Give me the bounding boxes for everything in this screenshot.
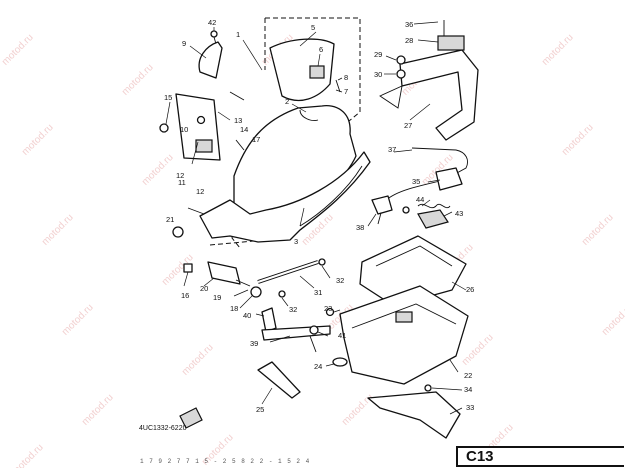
part-3-seat-base (199, 151, 371, 243)
seat-base-edge (299, 165, 363, 227)
part-29-bolt (396, 55, 406, 65)
part-41-bolt (309, 325, 319, 335)
part-14-bolt (229, 91, 245, 101)
callout-41: 41 (338, 331, 346, 340)
callout-39: 39 (250, 339, 258, 348)
part-8-screw (335, 79, 341, 93)
mat-rib (375, 245, 453, 267)
callout-17: 17 (252, 135, 260, 144)
part-22-storage-box (339, 285, 469, 385)
stay-leg (309, 335, 317, 353)
part-40-collar (261, 307, 277, 333)
part-25-protector (257, 361, 301, 399)
part-12-washer (196, 115, 206, 125)
callout-10: 10 (180, 125, 188, 134)
callout-31: 31 (314, 288, 322, 297)
callout-22: 22 (464, 371, 472, 380)
callout-37: 37 (388, 145, 396, 154)
callout-3: 3 (294, 237, 298, 246)
callout-28: 28 (405, 36, 413, 45)
callout-23: 23 (324, 304, 332, 313)
part-11-plate (195, 139, 213, 153)
callout-36: 36 (405, 20, 413, 29)
callout-19: 19 (213, 293, 221, 302)
part-32-clip-b (278, 290, 286, 298)
part-33-bracket (367, 391, 461, 439)
part-43-cover (417, 209, 449, 229)
box-label (395, 311, 413, 323)
callout-30: 30 (374, 70, 382, 79)
callout-11: 11 (178, 178, 186, 187)
callout-35: 35 (412, 177, 420, 186)
part-27-grab-bar (399, 49, 479, 141)
callout-38: 38 (356, 223, 364, 232)
part-16-clip (183, 263, 193, 273)
part-23-screw (325, 307, 335, 317)
callout-43: 43 (455, 209, 463, 218)
box-rim (351, 303, 457, 329)
part-19-nut (250, 286, 262, 298)
footer-code: 1 7 9 2 7 7 1 5 - 2 5 8 2 2 - 1 5 2 4 (140, 458, 311, 465)
catalog-code: 4UC1332-6220 (139, 425, 187, 432)
part-28-plate (437, 35, 465, 51)
callout-26: 26 (466, 285, 474, 294)
callout-7: 7 (344, 87, 348, 96)
part-35-latch (435, 167, 463, 191)
part-30-washer (396, 69, 406, 79)
callout-25: 25 (256, 405, 264, 414)
callout-18: 18 (230, 304, 238, 313)
callout-14: 14 (240, 125, 248, 134)
callout-40: 40 (243, 311, 251, 320)
part-38-clip (402, 206, 410, 214)
callout-24: 24 (314, 362, 322, 371)
part-6-clip (309, 65, 325, 79)
callout-20: 20 (200, 284, 208, 293)
part-34-screw (424, 384, 432, 392)
part-21-nut (172, 226, 184, 238)
part-26-mat (359, 235, 467, 307)
part-15-grommet (159, 123, 169, 133)
part-17-bolt (235, 139, 245, 151)
part-20-bracket (207, 261, 241, 285)
part-44-spring (417, 203, 451, 209)
callout-44: 44 (416, 195, 424, 204)
callout-2: 2 (285, 97, 289, 106)
part-32-clip-a (318, 258, 326, 266)
seat-crease (299, 109, 319, 121)
callout-29: 29 (374, 50, 382, 59)
callout-5: 5 (311, 23, 315, 32)
tag-icon (179, 407, 203, 429)
page-reference: C13 (456, 446, 624, 467)
part-5-seat-cover-top (269, 38, 335, 101)
callout-32: 32 (336, 276, 344, 285)
callout-32: 32 (289, 305, 297, 314)
callout-13: 13 (234, 116, 242, 125)
callout-12: 12 (196, 187, 204, 196)
part-9-handle-cover (198, 41, 223, 79)
part-24-damper (332, 357, 348, 367)
callout-42: 42 (208, 18, 216, 27)
leader-lines (165, 21, 467, 415)
callout-9: 9 (182, 39, 186, 48)
part-18-pin (235, 279, 251, 287)
callout-27: 27 (404, 121, 412, 130)
part-38-lock (371, 195, 393, 215)
callout-34: 34 (464, 385, 472, 394)
callout-33: 33 (466, 403, 474, 412)
callout-8: 8 (344, 73, 348, 82)
callout-6: 6 (319, 45, 323, 54)
callout-21: 21 (166, 215, 174, 224)
callout-1: 1 (236, 30, 240, 39)
callout-16: 16 (181, 291, 189, 300)
grab-bar-mount (379, 85, 403, 109)
callout-15: 15 (164, 93, 172, 102)
callout-12: 12 (176, 171, 184, 180)
